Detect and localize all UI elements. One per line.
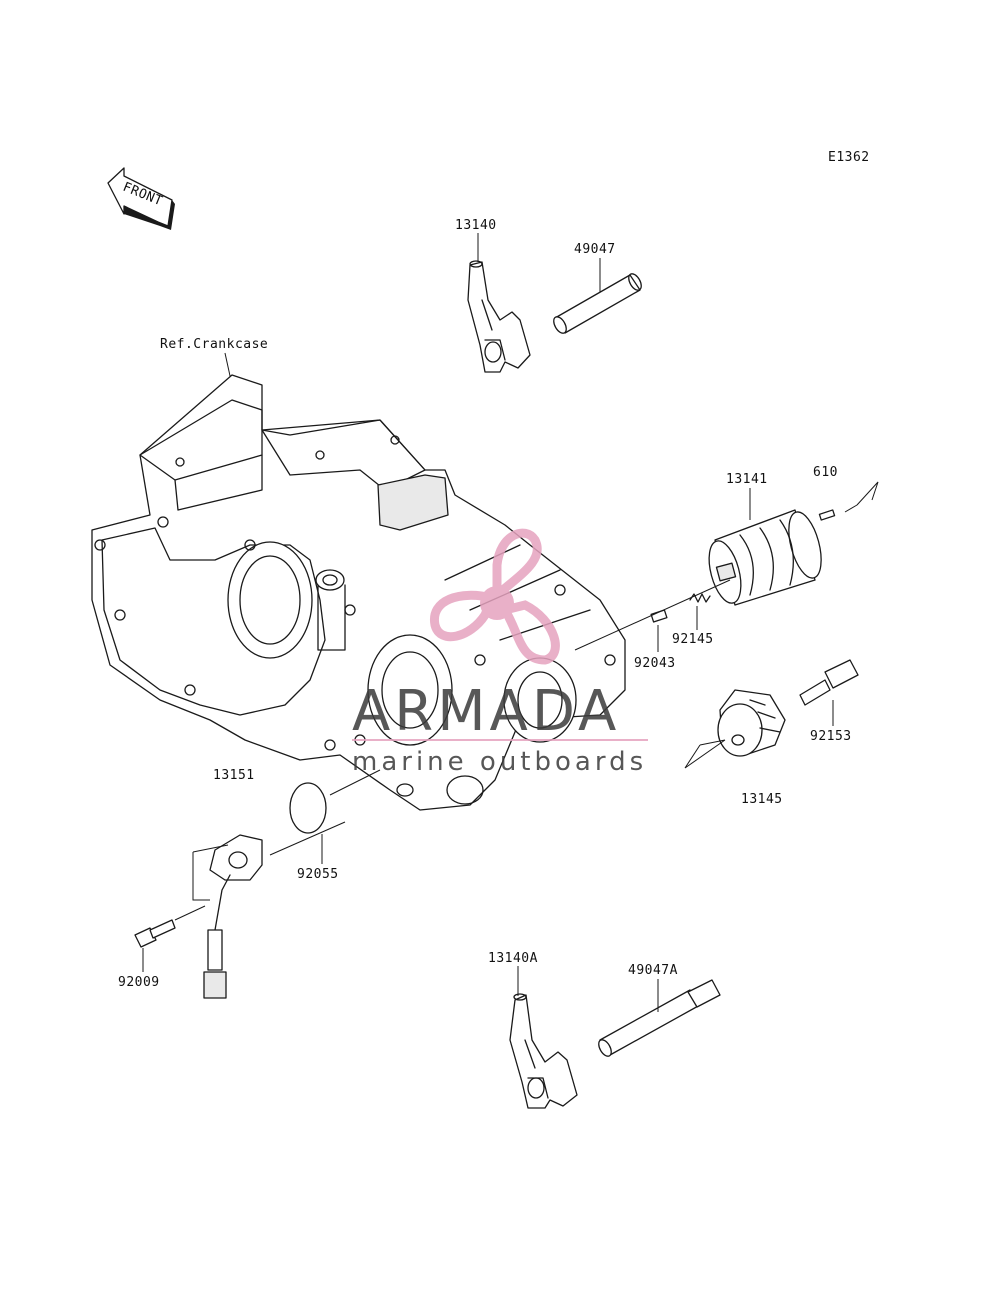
oring-axis-line <box>329 769 381 796</box>
label-13145: 13145 <box>741 792 783 807</box>
sensor-axis-line <box>269 821 346 856</box>
armada-watermark: ARMADA marine outboards <box>352 528 648 777</box>
gear-position-sensor-13151 <box>203 834 263 999</box>
label-13140: 13140 <box>455 218 497 233</box>
leader-13145 <box>684 739 726 769</box>
screw-92009 <box>134 919 176 948</box>
propeller-logo-icon <box>430 528 560 665</box>
front-direction-arrow: FRONT <box>107 167 175 230</box>
label-49047A: 49047A <box>628 963 678 978</box>
crankcase-reference-label: Ref.Crankcase <box>160 337 268 352</box>
label-92153: 92153 <box>810 729 852 744</box>
shift-fork-13140A <box>509 993 578 1109</box>
o-ring-92055 <box>289 782 327 834</box>
label-92055: 92055 <box>297 867 339 882</box>
diagram-code: E1362 <box>828 150 870 165</box>
label-13141: 13141 <box>726 472 768 487</box>
shift-fork-13140 <box>467 260 531 373</box>
watermark-brand: ARMADA <box>352 679 620 744</box>
watermark-tagline: marine outboards <box>352 747 647 777</box>
shift-fork-shaft-49047 <box>553 273 642 334</box>
leader-610 <box>844 481 879 513</box>
bolt-92153 <box>799 659 859 706</box>
crankcase-drawing <box>91 374 626 811</box>
label-92009: 92009 <box>118 975 160 990</box>
drum-cam-13145 <box>717 689 786 757</box>
leader-13151 <box>192 844 229 901</box>
drum-axis-line <box>574 579 731 651</box>
label-610: 610 <box>813 465 838 480</box>
label-92145: 92145 <box>672 632 714 647</box>
label-49047: 49047 <box>574 242 616 257</box>
shift-drum-13141 <box>708 509 822 606</box>
spring-92145 <box>689 593 711 603</box>
pin-610 <box>818 509 836 521</box>
shift-fork-shaft-49047A <box>598 979 721 1057</box>
label-13151: 13151 <box>213 768 255 783</box>
label-13140A: 13140A <box>488 951 538 966</box>
screw-axis-line <box>174 905 206 921</box>
label-92043: 92043 <box>634 656 676 671</box>
propeller-hub-icon <box>480 586 514 620</box>
